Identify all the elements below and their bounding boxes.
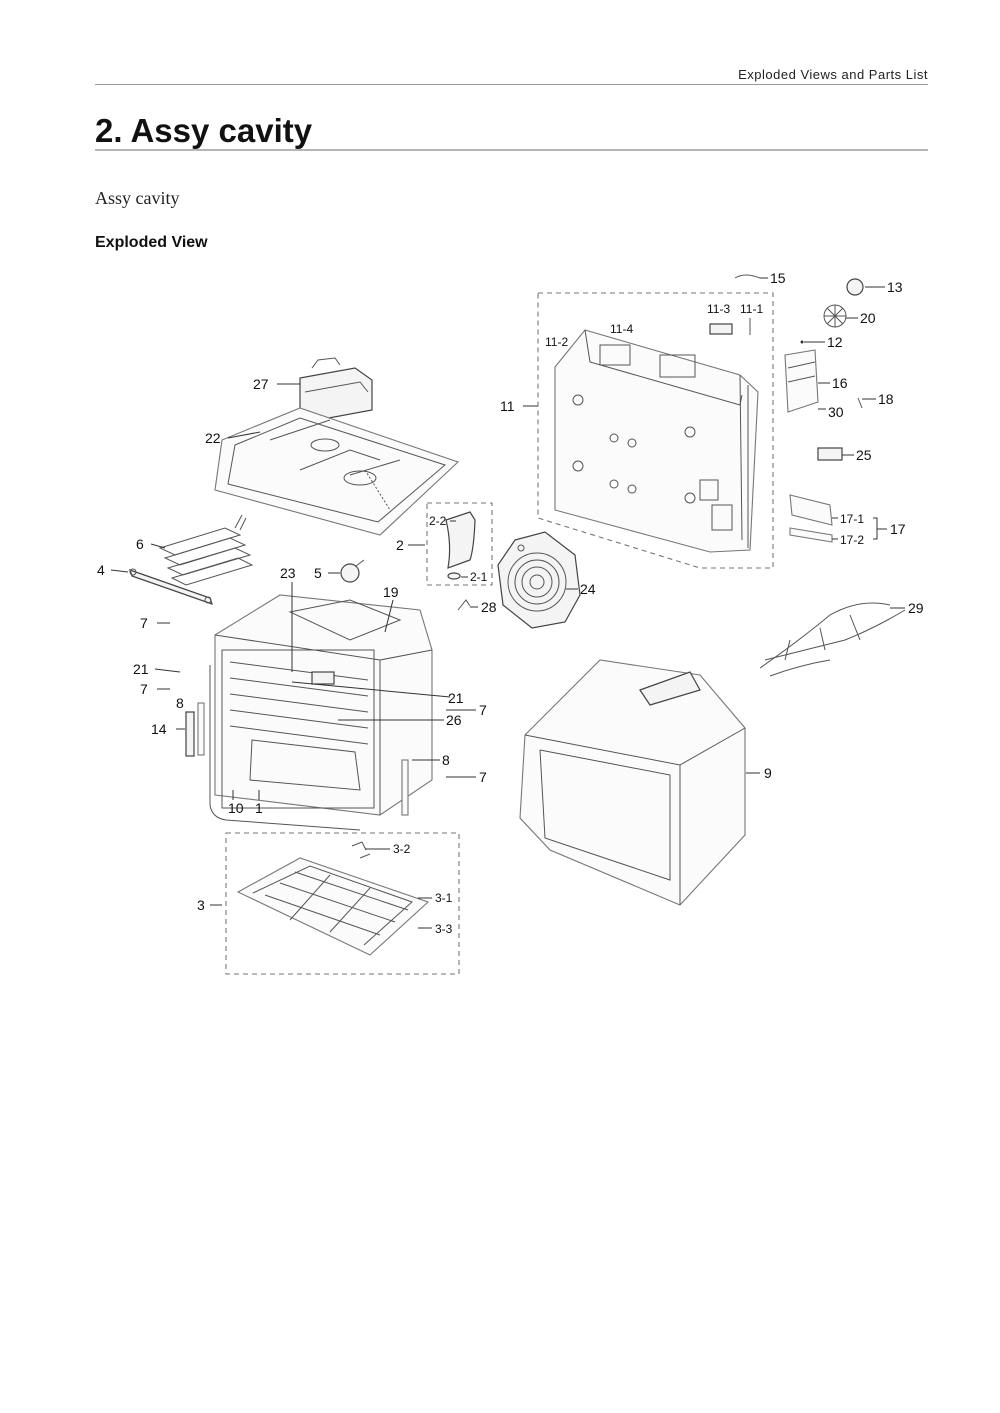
callout-7-c: 7 — [479, 702, 487, 718]
part-1-cavity — [214, 594, 433, 816]
part-10-gasket — [209, 665, 361, 831]
part-3-2-clip — [351, 841, 371, 859]
part-25-switch — [817, 447, 843, 461]
part-3-rack — [236, 857, 430, 956]
callout-7-b: 7 — [140, 681, 148, 697]
header-divider — [95, 84, 928, 85]
part-11-3-thermostat — [709, 323, 733, 335]
part-22-top-frame — [214, 407, 460, 536]
callout-17-2: 17-2 — [840, 533, 864, 547]
callout-12: 12 — [827, 334, 843, 350]
callout-25: 25 — [856, 447, 872, 463]
callout-4: 4 — [97, 562, 105, 578]
part-17-bracket — [789, 494, 833, 543]
callout-11-3: 11-3 — [707, 302, 730, 316]
part-8-right-rail — [401, 759, 409, 816]
title-divider — [95, 149, 928, 151]
callout-17: 17 — [890, 521, 906, 537]
callout-28: 28 — [481, 599, 497, 615]
callout-1: 1 — [255, 800, 263, 816]
part-2-2-cover — [445, 511, 476, 569]
callout-6: 6 — [136, 536, 144, 552]
callout-7-d: 7 — [479, 769, 487, 785]
callout-5: 5 — [314, 565, 322, 581]
part-29-harness — [759, 602, 906, 677]
callout-27: 27 — [253, 376, 269, 392]
page-subtitle: Assy cavity — [95, 188, 180, 208]
part-5-lamp — [340, 559, 365, 583]
callout-7-a: 7 — [140, 615, 148, 631]
callout-18: 18 — [878, 391, 894, 407]
callout-30: 30 — [828, 404, 844, 420]
part-20-fan — [823, 304, 847, 328]
callout-2-2: 2-2 — [429, 514, 447, 528]
callout-26: 26 — [446, 712, 462, 728]
callout-13: 13 — [887, 279, 903, 295]
callout-16: 16 — [832, 375, 848, 391]
callout-14: 14 — [151, 721, 167, 737]
callout-11-4: 11-4 — [610, 322, 633, 336]
part-14-bracket — [185, 711, 195, 757]
callout-22: 22 — [205, 430, 221, 446]
part-11-back-panel — [554, 329, 759, 553]
callout-10: 10 — [228, 800, 244, 816]
part-15-wire — [734, 274, 761, 279]
callout-3-2: 3-2 — [393, 842, 411, 856]
part-28-clip — [457, 599, 471, 611]
header-section-label: Exploded Views and Parts List — [738, 67, 928, 82]
callout-11-1: 11-1 — [740, 302, 763, 316]
part-4-rail — [129, 568, 213, 605]
callout-labels: 27 22 6 4 5 23 19 2 2-2 2-1 24 28 7 21 7… — [97, 270, 924, 936]
page-title: 2. Assy cavity — [95, 112, 313, 149]
callout-8-a: 8 — [176, 695, 184, 711]
part-24-fan-cover — [497, 531, 581, 629]
part-8-left-rail — [197, 702, 205, 756]
callout-11: 11 — [500, 398, 515, 414]
part-2-group-box — [426, 502, 493, 586]
section-heading: Exploded View — [95, 234, 208, 251]
part-16-duct — [784, 349, 819, 413]
callout-29: 29 — [908, 600, 924, 616]
part-9-outer-case — [519, 659, 746, 906]
part-2-1-seal — [447, 572, 461, 580]
callout-19: 19 — [383, 584, 399, 600]
callout-8-b: 8 — [442, 752, 450, 768]
callout-2-1: 2-1 — [470, 570, 488, 584]
callout-21-b: 21 — [448, 690, 464, 706]
callout-3: 3 — [197, 897, 205, 913]
callout-21-a: 21 — [133, 661, 149, 677]
callout-24: 24 — [580, 581, 596, 597]
part-13-motor — [846, 278, 864, 296]
leader-lines — [110, 277, 905, 929]
callout-2: 2 — [396, 537, 404, 553]
callout-20: 20 — [860, 310, 876, 326]
callout-3-3: 3-3 — [435, 922, 453, 936]
callout-15: 15 — [770, 270, 786, 286]
callout-11-2: 11-2 — [545, 335, 568, 349]
callout-23: 23 — [280, 565, 296, 581]
part-3-group-box — [225, 832, 460, 975]
callout-3-1: 3-1 — [435, 891, 453, 905]
part-6-heating-element — [158, 514, 254, 586]
part-27-bracket — [299, 357, 373, 421]
part-18-screw — [857, 397, 863, 409]
callout-17-1: 17-1 — [840, 512, 864, 526]
part-12-pin — [800, 340, 804, 344]
callout-9: 9 — [764, 765, 772, 781]
